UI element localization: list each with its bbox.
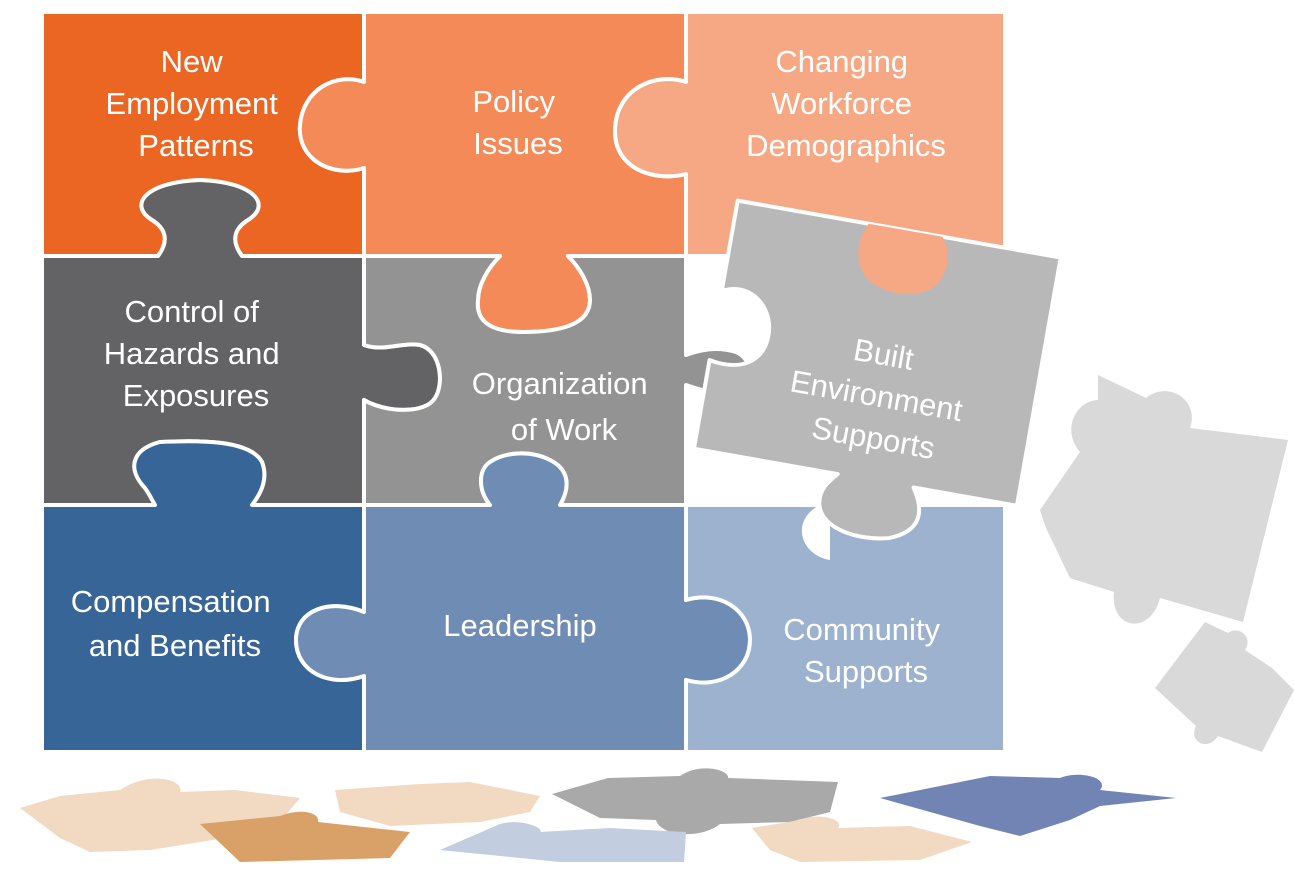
orange-tab-overlap — [858, 223, 948, 294]
label-line: Policy — [472, 84, 555, 119]
scattered-piece-pale-blue — [440, 822, 686, 862]
label-new-employment-patterns: New Employment Patterns — [106, 44, 287, 163]
label-line: Patterns — [138, 128, 253, 163]
label-line: Hazards and — [104, 336, 280, 371]
label-line: Compensation — [71, 584, 271, 619]
puzzle-grid — [40, 10, 1007, 754]
label-line: Exposures — [123, 378, 269, 413]
label-line: of Work — [511, 412, 618, 447]
label-compensation-and-benefits: Compensation and Benefits — [71, 584, 280, 663]
label-community-supports: Community Supports — [783, 612, 948, 689]
rotated-piece-group — [691, 198, 1063, 541]
label-line: Employment — [106, 86, 279, 121]
label-leadership: Leadership — [443, 608, 596, 643]
label-line: New — [161, 44, 224, 79]
label-line: Community — [783, 612, 940, 647]
label-changing-workforce-demographics: Changing Workforce Demographics — [746, 44, 946, 163]
scattered-piece-tan — [200, 811, 410, 862]
label-line: Demographics — [746, 128, 946, 163]
piece-changing-workforce-demographics — [612, 10, 1007, 258]
scattered-pieces — [20, 375, 1294, 862]
label-line: Issues — [473, 126, 563, 161]
label-line: Leadership — [443, 608, 596, 643]
scattered-piece-peach-3 — [752, 816, 972, 862]
label-control-of-hazards: Control of Hazards and Exposures — [104, 294, 288, 413]
label-policy-issues: Policy Issues — [472, 84, 563, 161]
label-line: Changing — [775, 44, 908, 79]
scattered-piece-right-small — [1155, 622, 1294, 752]
piece-organization-of-work — [362, 254, 752, 507]
piece-built-environment-supports — [691, 198, 1063, 541]
label-line: Workforce — [771, 86, 912, 121]
label-organization-of-work: Organization of Work — [472, 366, 656, 447]
scattered-piece-peach-2 — [335, 782, 540, 826]
label-line: Control of — [124, 294, 259, 329]
piece-community-supports — [684, 503, 1007, 754]
scattered-piece-right-large — [1040, 375, 1288, 624]
scattered-piece-navy — [880, 774, 1176, 836]
scattered-piece-gray — [552, 768, 838, 835]
label-line: Organization — [472, 366, 648, 401]
label-line: Supports — [804, 654, 928, 689]
label-line: and Benefits — [89, 628, 261, 663]
